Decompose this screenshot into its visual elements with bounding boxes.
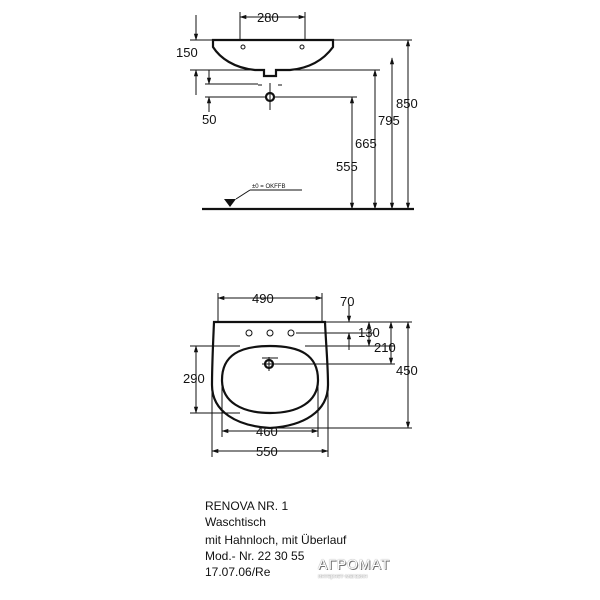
dim-460: 460 bbox=[256, 424, 278, 439]
tap-hole-left bbox=[245, 329, 253, 337]
dim-450: 450 bbox=[396, 363, 418, 378]
dim-795: 795 bbox=[378, 113, 400, 128]
watermark-brand: АГРОМАТ bbox=[318, 556, 391, 572]
dim-490: 490 bbox=[252, 291, 274, 306]
caption-date: 17.07.06/Re bbox=[205, 565, 271, 579]
watermark-sub: интернет-магазин bbox=[318, 574, 368, 580]
top-view: 490 70 130 210 450 290 460 550 bbox=[183, 291, 418, 459]
caption-features: mit Hahnloch, mit Überlauf bbox=[205, 533, 347, 547]
dim-70: 70 bbox=[340, 294, 354, 309]
side-view: 280 150 50 555 665 795 850 ±0 = OKFFB bbox=[176, 10, 418, 211]
dim-50: 50 bbox=[202, 112, 216, 127]
tap-hole-right bbox=[287, 329, 295, 337]
caption-model-number: Mod.- Nr. 22 30 55 bbox=[205, 549, 305, 563]
watermark-logo: АГРОМАТ интернет-магазин bbox=[318, 556, 390, 580]
floor-reference-label: ±0 = OKFFB bbox=[252, 184, 285, 190]
tap-hole-center bbox=[266, 329, 274, 337]
dim-290: 290 bbox=[183, 371, 205, 386]
dim-210: 210 bbox=[374, 340, 396, 355]
dim-150: 150 bbox=[176, 45, 198, 60]
tap-hole-marker-right bbox=[299, 44, 305, 50]
dim-280: 280 bbox=[257, 10, 279, 25]
caption-type: Waschtisch bbox=[205, 515, 266, 529]
caption-product-name: RENOVA NR. 1 bbox=[205, 499, 289, 513]
dim-555: 555 bbox=[336, 159, 358, 174]
tap-hole-marker-left bbox=[240, 44, 246, 50]
dim-850: 850 bbox=[396, 96, 418, 111]
dim-665: 665 bbox=[355, 136, 377, 151]
dim-130: 130 bbox=[358, 325, 380, 340]
floor-level-marker bbox=[224, 199, 236, 207]
basin-bowl-inner bbox=[220, 344, 320, 415]
basin-side-profile bbox=[211, 38, 335, 78]
dim-550: 550 bbox=[256, 444, 278, 459]
